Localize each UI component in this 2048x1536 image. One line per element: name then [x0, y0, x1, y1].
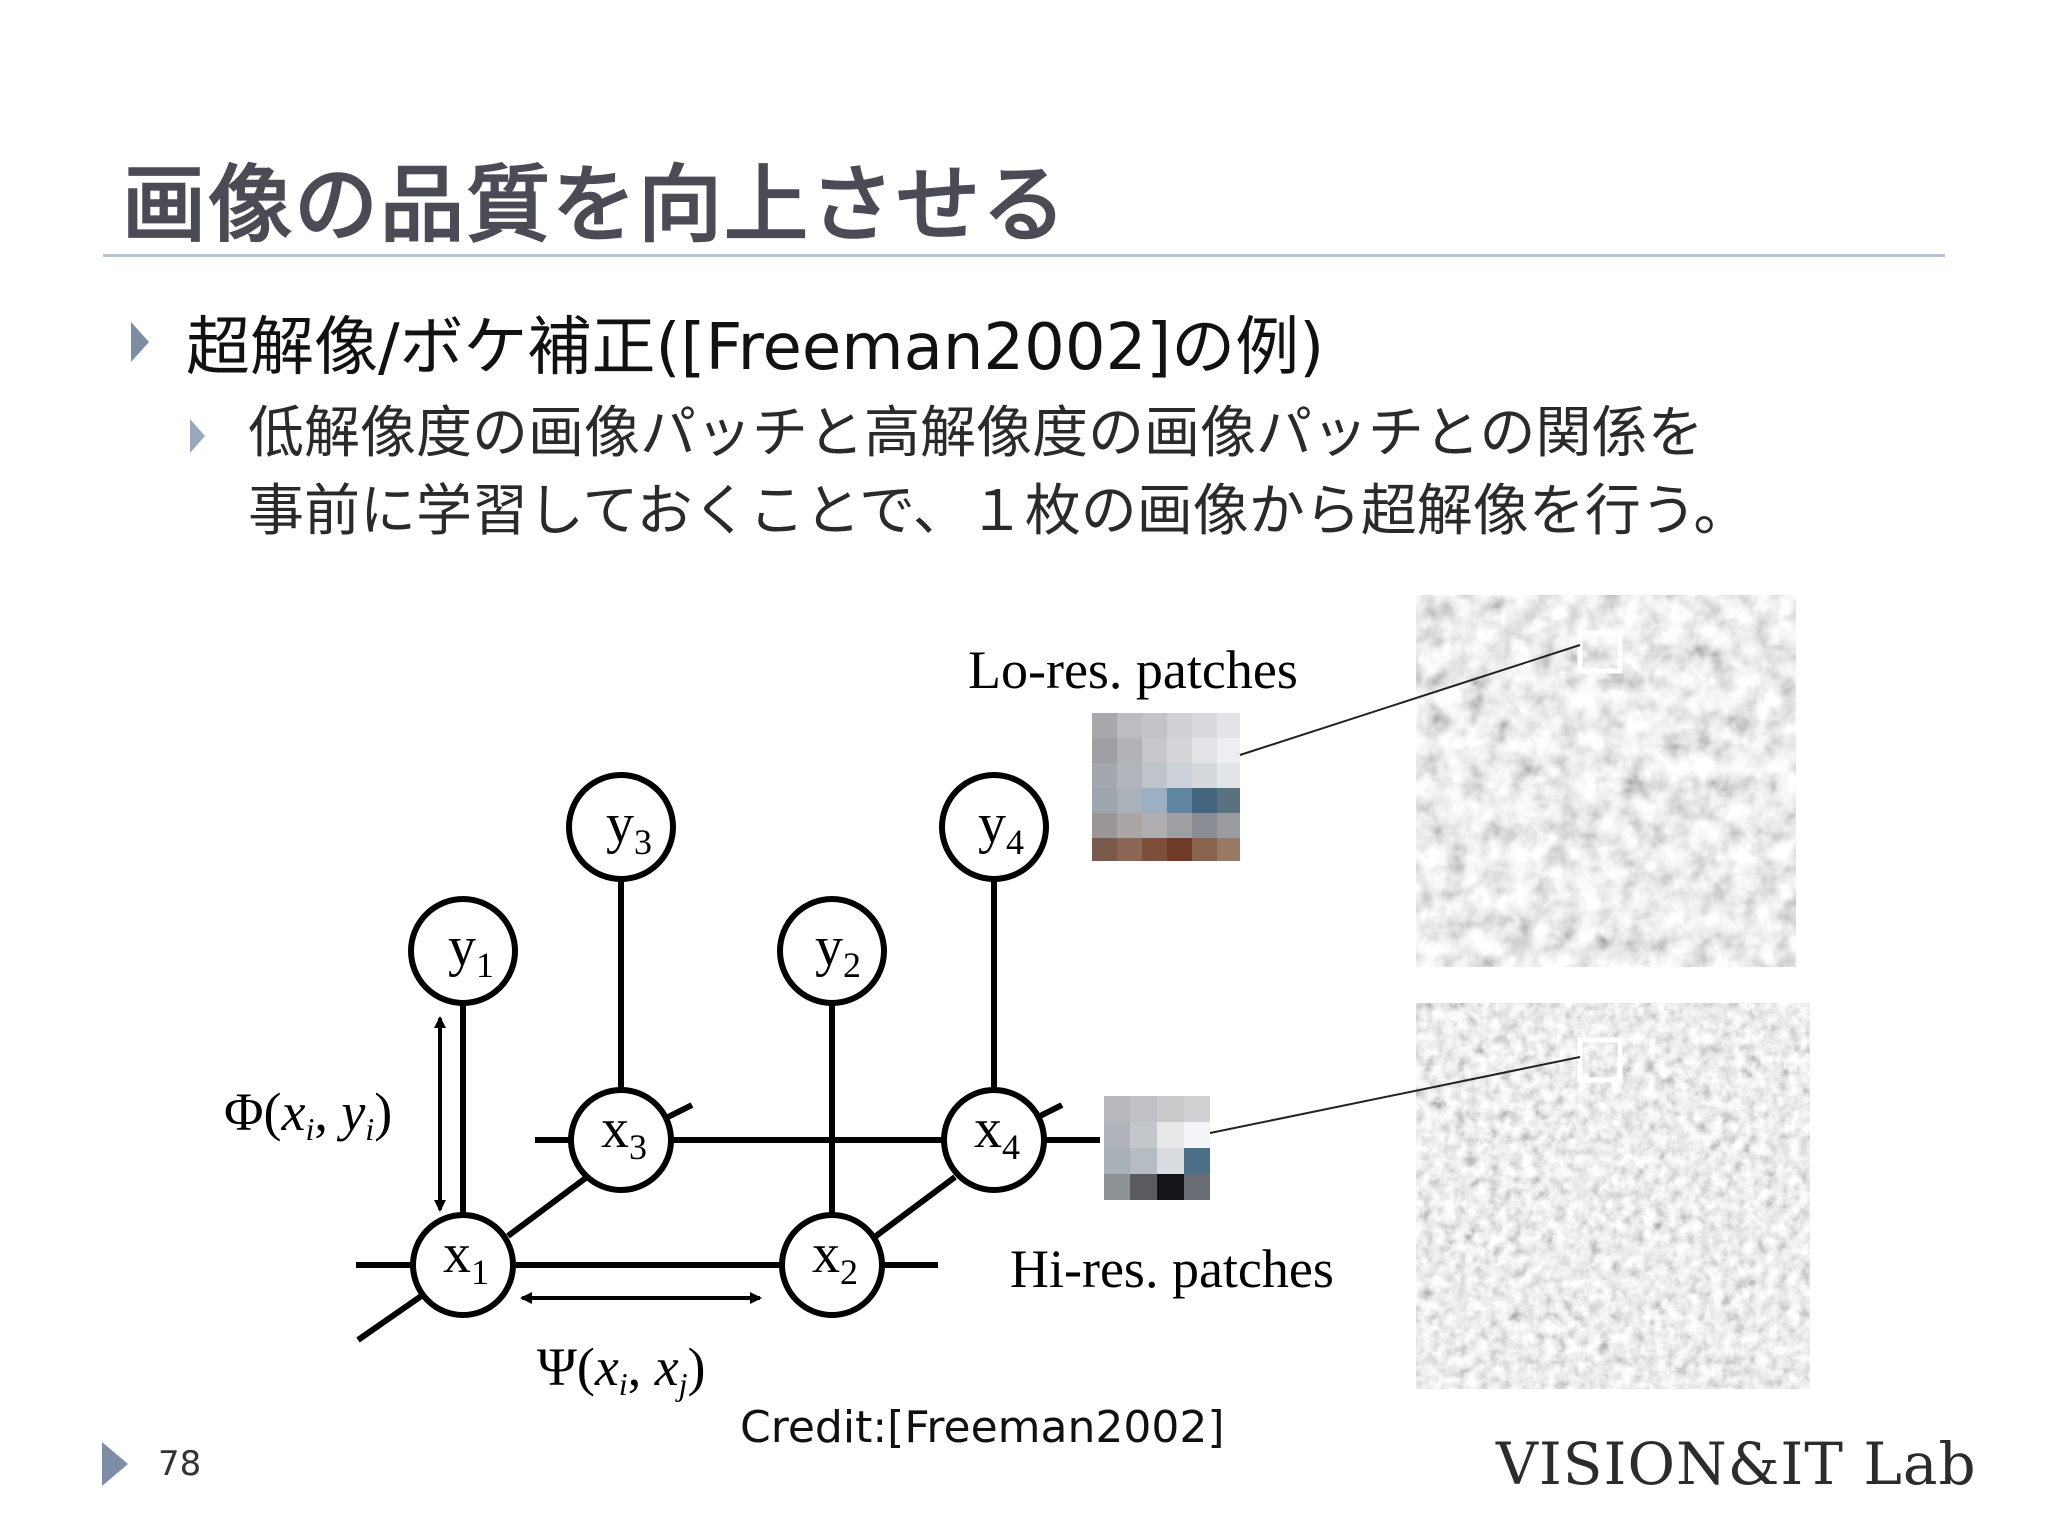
node-label-y2: y2: [815, 916, 861, 985]
figure-credit: Credit:[Freeman2002]: [740, 1402, 1225, 1453]
lo-res-highlight-box: [1577, 630, 1623, 674]
node-y4: [939, 772, 1049, 882]
psi-label: Ψ(xi, xj): [537, 1337, 706, 1402]
hi-res-highlight-box: [1577, 1037, 1623, 1083]
node-label-y1: y1: [448, 916, 494, 985]
graph-nodes: [408, 772, 1049, 1318]
lo-res-connector-line: [1239, 644, 1581, 756]
lo-res-texture-image: [1416, 595, 1796, 967]
graph-edges: [356, 873, 1100, 1343]
node-label-x1: x1: [443, 1223, 489, 1292]
footer-arrow-icon: [102, 1442, 128, 1486]
node-label-y3: y3: [606, 793, 652, 862]
node-x1: [410, 1212, 516, 1318]
node-label-x4: x4: [974, 1098, 1020, 1167]
hi-res-texture-image: [1416, 1003, 1810, 1389]
lo-res-label: Lo-res. patches: [968, 640, 1298, 700]
lo-res-patch-image: [1092, 713, 1240, 861]
bullet-1-text: 超解像/ボケ補正([Freeman2002]の例): [186, 311, 1325, 385]
node-label-y4: y4: [978, 793, 1024, 862]
hi-res-patch-image: [1104, 1096, 1210, 1200]
bullet-2-text: 低解像度の画像パッチと高解像度の画像パッチとの関係を 事前に学習しておくことで、…: [248, 395, 1888, 551]
lab-logo: VISION&IT Lab: [1496, 1430, 1977, 1498]
page-number: 78: [158, 1444, 202, 1484]
edge-x1-diag-left: [356, 1287, 432, 1343]
bullet-2-line-2: 事前に学習しておくことで、１枚の画像から超解像を行う。: [248, 479, 1750, 544]
bullet-2-line-1: 低解像度の画像パッチと高解像度の画像パッチとの関係を: [248, 401, 1704, 466]
node-x2: [779, 1212, 885, 1318]
node-y3: [566, 772, 676, 882]
bullet-arrow-icon: [131, 322, 149, 362]
node-x3: [568, 1087, 674, 1193]
edge-x1-x3: [506, 1174, 589, 1239]
node-y1: [408, 896, 518, 1006]
hi-res-connector-line: [1209, 1056, 1581, 1134]
title-divider: [103, 254, 1945, 257]
phi-label: Φ(xi, yi): [224, 1082, 392, 1147]
hi-res-label: Hi-res. patches: [1010, 1239, 1334, 1299]
edge-x2-x4: [874, 1174, 957, 1239]
sub-bullet-arrow-icon: [190, 419, 205, 453]
node-x4: [941, 1087, 1047, 1193]
node-y2: [777, 896, 887, 1006]
node-label-x3: x3: [601, 1098, 647, 1167]
node-label-x2: x2: [812, 1223, 858, 1292]
slide-title: 画像の品質を向上させる: [122, 155, 1069, 254]
